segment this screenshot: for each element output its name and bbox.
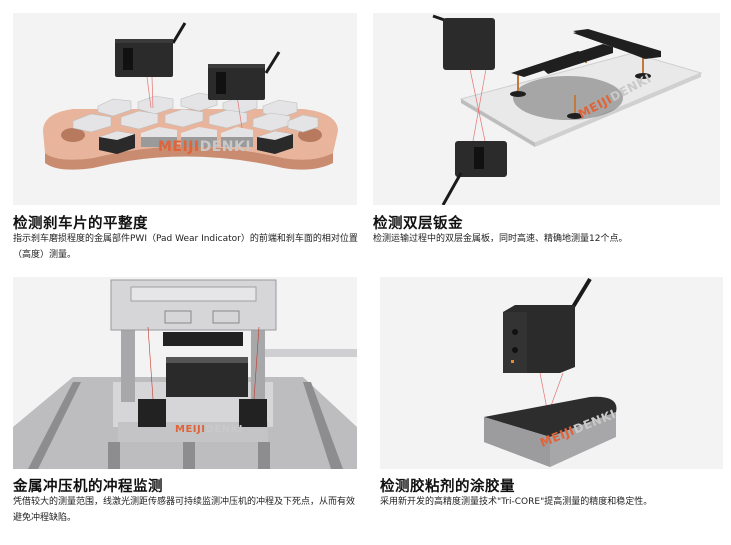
adhesive-image: MEIJIDENKI: [380, 277, 723, 469]
card-description: 指示刹车磨损程度的金属部件PWI（Pad Wear Indicator）的前端和…: [13, 234, 358, 260]
card-description: 凭借较大的测量范围，线激光测距传感器可持续监测冲压机的冲程及下死点，从而有效避免…: [13, 497, 356, 523]
press-illustration: [13, 279, 357, 469]
double-sheet-illustration: [432, 14, 703, 205]
card-description: 检测运输过程中的双层金属板，同时高速、精确地测量12个点。: [373, 234, 628, 244]
card-title: 检测刹车片的平整度: [13, 216, 148, 232]
adhesive-illustration: [484, 277, 617, 467]
press-stroke-image: MEIJIDENKI: [13, 277, 357, 469]
double-sheet-image: MEIJIDENKI: [373, 13, 720, 205]
meiji-denki-logo: MEIJIDENKI: [158, 139, 252, 155]
card-title: 检测双层钣金: [373, 216, 463, 232]
card-title: 金属冲压机的冲程监测: [13, 479, 163, 495]
card-title: 检测胶粘剂的涂胶量: [380, 479, 515, 495]
brake-pad-image: MEIJIDENKI: [13, 13, 357, 205]
brake-pad-illustration: [43, 22, 338, 170]
card-description: 采用新开发的高精度测量技术"Tri-CORE"提高测量的精度和稳定性。: [380, 497, 653, 507]
meiji-denki-logo: MEIJIDENKI: [175, 424, 243, 435]
